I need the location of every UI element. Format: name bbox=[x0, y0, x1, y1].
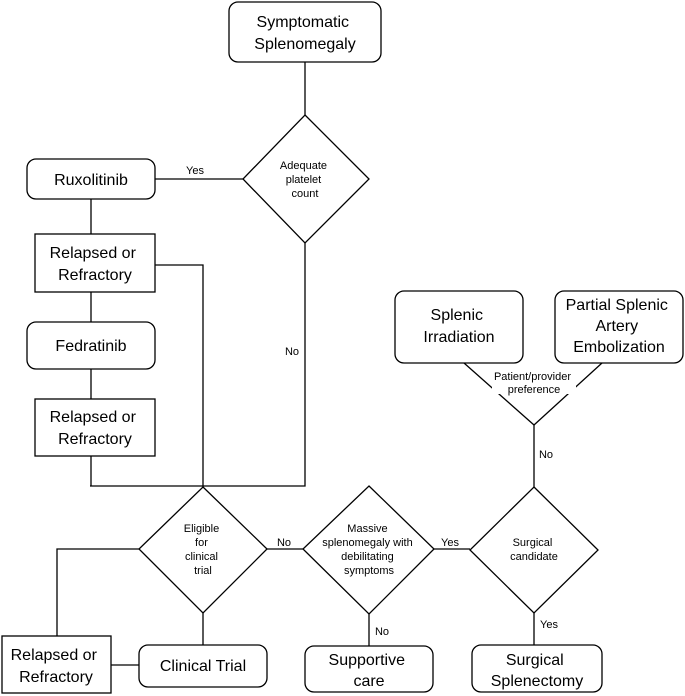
node-fedratinib: Fedratinib bbox=[26, 321, 156, 370]
node-relapsed-refractory-1: Relapsed or Refractory bbox=[34, 233, 156, 293]
edge-eligible-to-relapsed3 bbox=[56, 548, 139, 636]
node-supportive-care: Supportive care bbox=[304, 645, 434, 693]
svg-text:Eligible for clini: Eligible for clinical trial bbox=[184, 523, 223, 577]
edge-label-eligible-no: No bbox=[277, 537, 291, 549]
svg-text:Splenic Irradiation: Splenic Irradiation bbox=[423, 307, 494, 346]
edge-label-massive-yes: Yes bbox=[441, 537, 459, 549]
svg-text:Supportive care: Supportive care bbox=[329, 652, 410, 690]
decision-massive-splenomegaly: Massive splenomegaly with debilitating s… bbox=[302, 485, 435, 615]
svg-text:Relapsed or Refractory: Relapsed or Refractory bbox=[11, 647, 102, 686]
edge-label-platelet-no: No bbox=[285, 346, 299, 358]
node-partial-splenic-artery-embolization: Partial Splenic Artery Embolization bbox=[554, 290, 684, 364]
decision-adequate-platelet-count: Adequate platelet count bbox=[242, 114, 370, 244]
decision-surgical-candidate: Surgical candidate bbox=[469, 486, 599, 614]
svg-text:Massive splenomegaly wit: Massive splenomegaly with debilitating s… bbox=[322, 523, 416, 577]
node-surgical-splenectomy: Surgical Splenectomy bbox=[471, 644, 603, 693]
svg-text:Ruxolitinib: Ruxolitinib bbox=[54, 172, 128, 189]
svg-text:Adequate platelet: Adequate platelet count bbox=[280, 160, 330, 200]
svg-text:Surgical Splenectomy: Surgical Splenectomy bbox=[491, 652, 584, 690]
svg-text:Relapsed or Refractory: Relapsed or Refractory bbox=[50, 409, 141, 448]
node-symptomatic-splenomegaly: Symptomatic Splenomegaly bbox=[228, 1, 382, 63]
svg-text:Fedratinib: Fedratinib bbox=[55, 338, 126, 355]
edge-label-platelet-yes: Yes bbox=[186, 165, 204, 177]
edge-labels: Yes No No Yes No Yes No bbox=[186, 165, 558, 638]
edge-label-massive-no: No bbox=[375, 626, 389, 638]
svg-text:Surgical candidate: Surgical candidate bbox=[510, 537, 558, 563]
node-clinical-trial: Clinical Trial bbox=[138, 644, 268, 688]
decision-eligible-for-clinical-trial: Eligible for clinical trial bbox=[138, 486, 268, 614]
svg-text:Relapsed or Refractory: Relapsed or Refractory bbox=[50, 245, 141, 284]
node-ruxolitinib: Ruxolitinib bbox=[26, 158, 156, 200]
edge-relapsed1-to-eligible bbox=[155, 264, 204, 487]
node-splenic-irradiation: Splenic Irradiation bbox=[394, 290, 524, 364]
edge-label-surgical-yes: Yes bbox=[540, 619, 558, 631]
node-relapsed-refractory-2: Relapsed or Refractory bbox=[34, 398, 156, 457]
edge-label-surgical-no: No bbox=[539, 449, 553, 461]
label-patient-provider-preference: Patient/provider preference bbox=[492, 368, 576, 396]
svg-text:Patient/provider prefere: Patient/provider preference bbox=[494, 371, 574, 396]
svg-text:Symptomatic Splenomegaly: Symptomatic Splenomegaly bbox=[254, 14, 355, 53]
svg-text:Clinical Trial: Clinical Trial bbox=[160, 658, 246, 675]
node-relapsed-refractory-3: Relapsed or Refractory bbox=[1, 635, 112, 694]
svg-text:Partial Splenic Artery: Partial Splenic Artery Embolization bbox=[566, 297, 673, 356]
edge-platelet-no-to-eligible bbox=[90, 243, 306, 487]
